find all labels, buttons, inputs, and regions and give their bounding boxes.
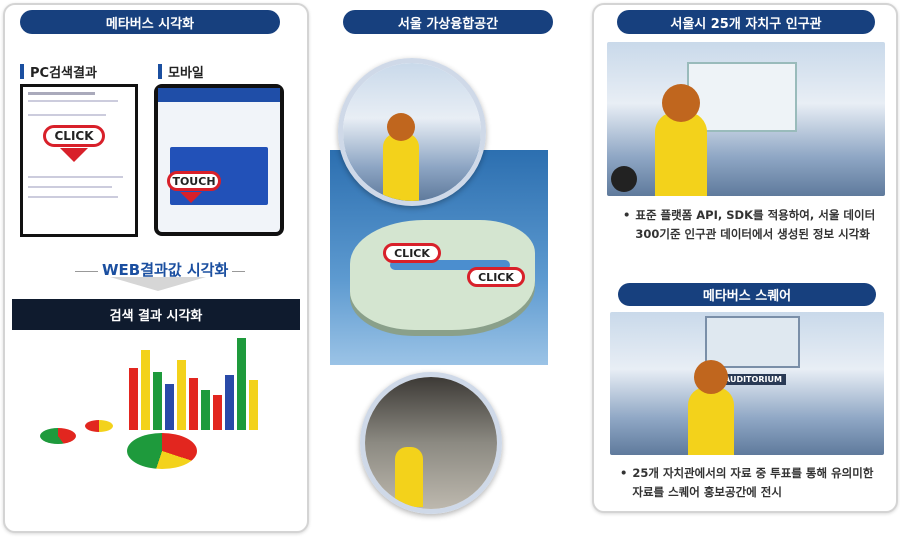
click-tag: CLICK (43, 125, 105, 147)
population-hall-image (607, 42, 885, 196)
down-arrow-icon (180, 192, 202, 203)
tablet-screenshot (154, 84, 284, 236)
pc-label: PC검색결과 (20, 62, 97, 81)
population-hall-description: •표준 플랫폼 API, SDK를 적용하여, 서울 데이터 300기준 인구관… (623, 206, 878, 244)
middle-title: 서울 가상융합공간 (343, 10, 553, 34)
chevron-down-icon (110, 277, 206, 291)
down-arrow-icon (60, 148, 88, 162)
description-text: 표준 플랫폼 API, SDK를 적용하여, 서울 데이터 300기준 인구관 … (635, 208, 876, 241)
metaverse-square-image: AUDITORIUM (610, 312, 884, 455)
click-tag-map-1: CLICK (383, 243, 441, 263)
subway-station-circle (360, 372, 502, 514)
pc-label-text: PC검색결과 (30, 66, 97, 81)
click-tag-map-2: CLICK (467, 267, 525, 287)
3d-chart-image (15, 338, 300, 498)
description-text: 25개 자치관에서의 자료 중 투표를 통해 유의미한 자료를 스퀘어 홍보공간… (632, 466, 874, 499)
metaverse-square-description: •25개 자치관에서의 자료 중 투표를 통해 유의미한 자료를 스퀘어 홍보공… (620, 464, 885, 502)
metaverse-square-title: 메타버스 스퀘어 (618, 283, 876, 306)
web-result-label: WEB결과값 시각화 (98, 259, 233, 280)
touch-tag: TOUCH (167, 171, 221, 191)
virtual-space-circle (338, 58, 486, 206)
population-hall-title: 서울시 25개 자치구 인구관 (617, 10, 875, 34)
auditorium-sign: AUDITORIUM (720, 374, 786, 385)
panel-title: 메타버스 시각화 (20, 10, 280, 34)
search-result-bar: 검색 결과 시각화 (12, 299, 300, 330)
mobile-label: 모바일 (158, 62, 204, 81)
mobile-label-text: 모바일 (168, 66, 204, 81)
